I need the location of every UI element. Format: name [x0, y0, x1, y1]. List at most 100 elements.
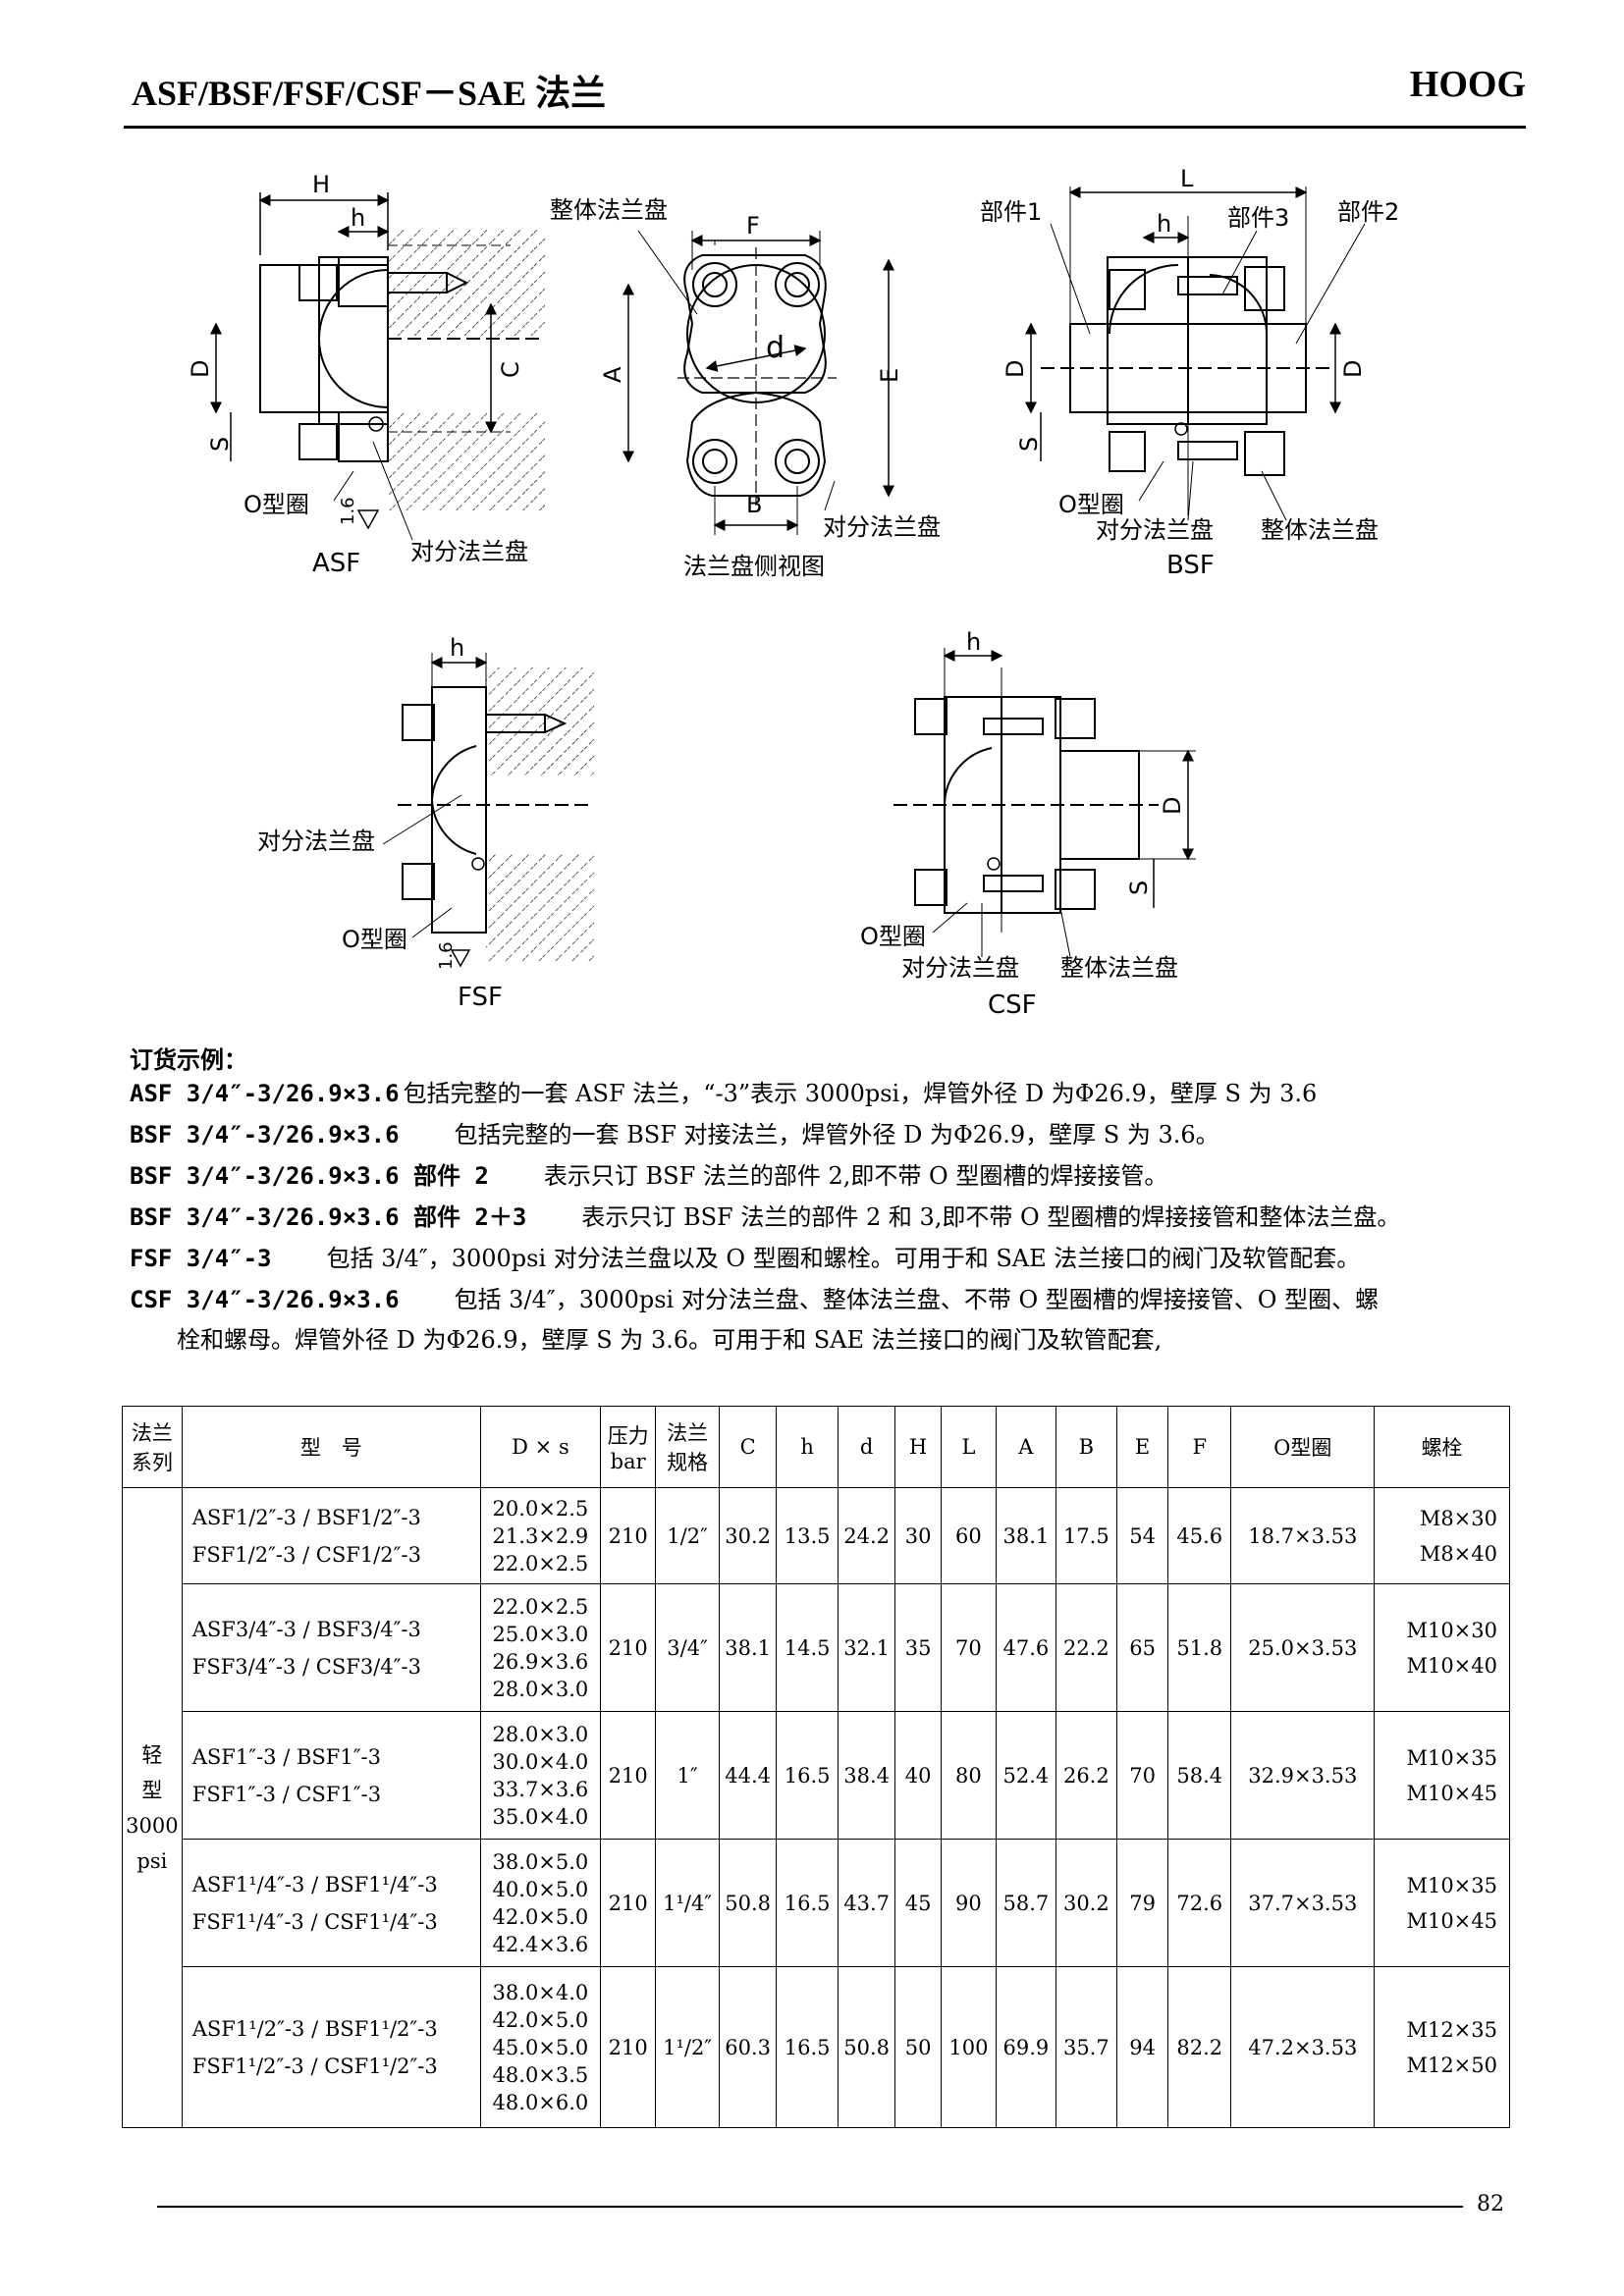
L-cell: 100 — [940, 1966, 998, 2128]
h-cell: 16.5 — [776, 1711, 839, 1840]
csf-dim-D: D — [1159, 797, 1186, 815]
bsf-label-split: 对分法兰盘 — [1096, 516, 1214, 544]
csf-drawing: h D S O型圈 对分法兰盘 整体法兰盘 CSF — [860, 628, 1196, 1020]
oring-cell: 18.7×3.53 — [1230, 1487, 1376, 1584]
csf-label-integral: 整体法兰盘 — [1060, 954, 1178, 982]
F-cell: 72.6 — [1167, 1839, 1232, 1967]
E-cell: 79 — [1116, 1839, 1169, 1967]
side-label-integral: 整体法兰盘 — [550, 196, 668, 224]
asf-caption: ASF — [312, 549, 360, 578]
csf-label-split: 对分法兰盘 — [901, 954, 1019, 982]
order-description: 包括 3/4″，3000psi 对分法兰盘、整体法兰盘、不带 O 型圈槽的焊接接… — [454, 1286, 1380, 1313]
B-cell: 35.7 — [1055, 1966, 1118, 2128]
size-cell: 1/2″ — [655, 1487, 720, 1584]
bsf-label-part3: 部件3 — [1227, 204, 1289, 232]
C-cell: 60.3 — [718, 1966, 778, 2128]
bar-cell: 210 — [599, 1966, 657, 2128]
csf-dim-h: h — [966, 628, 981, 656]
d-cell: 32.1 — [837, 1583, 896, 1712]
size-cell: 1″ — [655, 1711, 720, 1840]
B-cell: 22.2 — [1055, 1583, 1118, 1712]
H-cell: 30 — [894, 1487, 942, 1584]
oring-cell: 37.7×3.53 — [1230, 1839, 1376, 1967]
H-cell: 45 — [894, 1839, 942, 1967]
side-dim-d: d — [766, 331, 785, 365]
F-cell: 45.6 — [1167, 1487, 1232, 1584]
E-cell: 70 — [1116, 1711, 1169, 1840]
fsf-label-split: 对分法兰盘 — [257, 828, 375, 855]
E-cell: 54 — [1116, 1487, 1169, 1584]
th-oring: O型圈 — [1230, 1406, 1376, 1488]
bsf-dim-h: h — [1157, 210, 1171, 238]
size-cell: 3/4″ — [655, 1583, 720, 1712]
A-cell: 58.7 — [996, 1839, 1056, 1967]
oring-cell: 47.2×3.53 — [1230, 1966, 1376, 2128]
C-cell: 38.1 — [718, 1583, 778, 1712]
order-code: CSF 3/4″-3/26.9×3.6 — [130, 1286, 400, 1313]
th-series: 法兰系列 — [122, 1406, 183, 1488]
th-F: F — [1167, 1406, 1232, 1488]
page-number: 82 — [1477, 2192, 1504, 2216]
bar-cell: 210 — [599, 1583, 657, 1712]
C-cell: 44.4 — [718, 1711, 778, 1840]
asf-dim-C: C — [497, 361, 524, 378]
E-cell: 94 — [1116, 1966, 1169, 2128]
bsf-label-oring: O型圈 — [1058, 491, 1124, 518]
bsf-label-part2: 部件2 — [1337, 198, 1399, 226]
th-H: H — [894, 1406, 942, 1488]
bsf-dim-L: L — [1180, 165, 1194, 192]
asf-drawing: H h D C S O型圈 1.6 对分法兰盘 ASF — [187, 171, 545, 578]
th-E: E — [1116, 1406, 1169, 1488]
fsf-dim-h: h — [450, 634, 464, 662]
th-A: A — [996, 1406, 1056, 1488]
bar-cell: 210 — [599, 1839, 657, 1967]
order-description: 包括完整的一套 BSF 对接法兰，焊管外径 D 为Φ26.9，壁厚 S 为 3.… — [454, 1121, 1219, 1148]
L-cell: 80 — [940, 1711, 998, 1840]
B-cell: 26.2 — [1055, 1711, 1118, 1840]
F-cell: 58.4 — [1167, 1711, 1232, 1840]
th-d: d — [837, 1406, 896, 1488]
h-cell: 13.5 — [776, 1487, 839, 1584]
page-title: ASF/BSF/FSF/CSF－SAE 法兰 — [132, 74, 607, 113]
side-label-split: 对分法兰盘 — [823, 513, 941, 541]
order-code: FSF 3/4″-3 — [130, 1245, 272, 1272]
L-cell: 70 — [940, 1583, 998, 1712]
side-dim-E: E — [876, 368, 903, 383]
technical-drawings: H h D C S O型圈 1.6 对分法兰盘 ASF — [187, 165, 1399, 1020]
th-size: 法兰规格 — [655, 1406, 720, 1488]
bar-cell: 210 — [599, 1711, 657, 1840]
size-cell: 1¹/2″ — [655, 1966, 720, 2128]
side-dim-B: B — [746, 491, 762, 518]
L-cell: 90 — [940, 1839, 998, 1967]
fsf-label-oring: O型圈 — [342, 926, 407, 953]
th-dxs: D × s — [479, 1406, 601, 1488]
asf-dim-S: S — [206, 437, 234, 452]
side-dim-F: F — [746, 212, 760, 240]
bsf-dim-D-right: D — [1339, 360, 1367, 378]
h-cell: 16.5 — [776, 1839, 839, 1967]
A-cell: 38.1 — [996, 1487, 1056, 1584]
E-cell: 65 — [1116, 1583, 1169, 1712]
B-cell: 17.5 — [1055, 1487, 1118, 1584]
H-cell: 40 — [894, 1711, 942, 1840]
header-rule — [124, 126, 1526, 129]
H-cell: 50 — [894, 1966, 942, 2128]
th-L: L — [940, 1406, 998, 1488]
d-cell: 50.8 — [837, 1966, 896, 2128]
h-cell: 14.5 — [776, 1583, 839, 1712]
